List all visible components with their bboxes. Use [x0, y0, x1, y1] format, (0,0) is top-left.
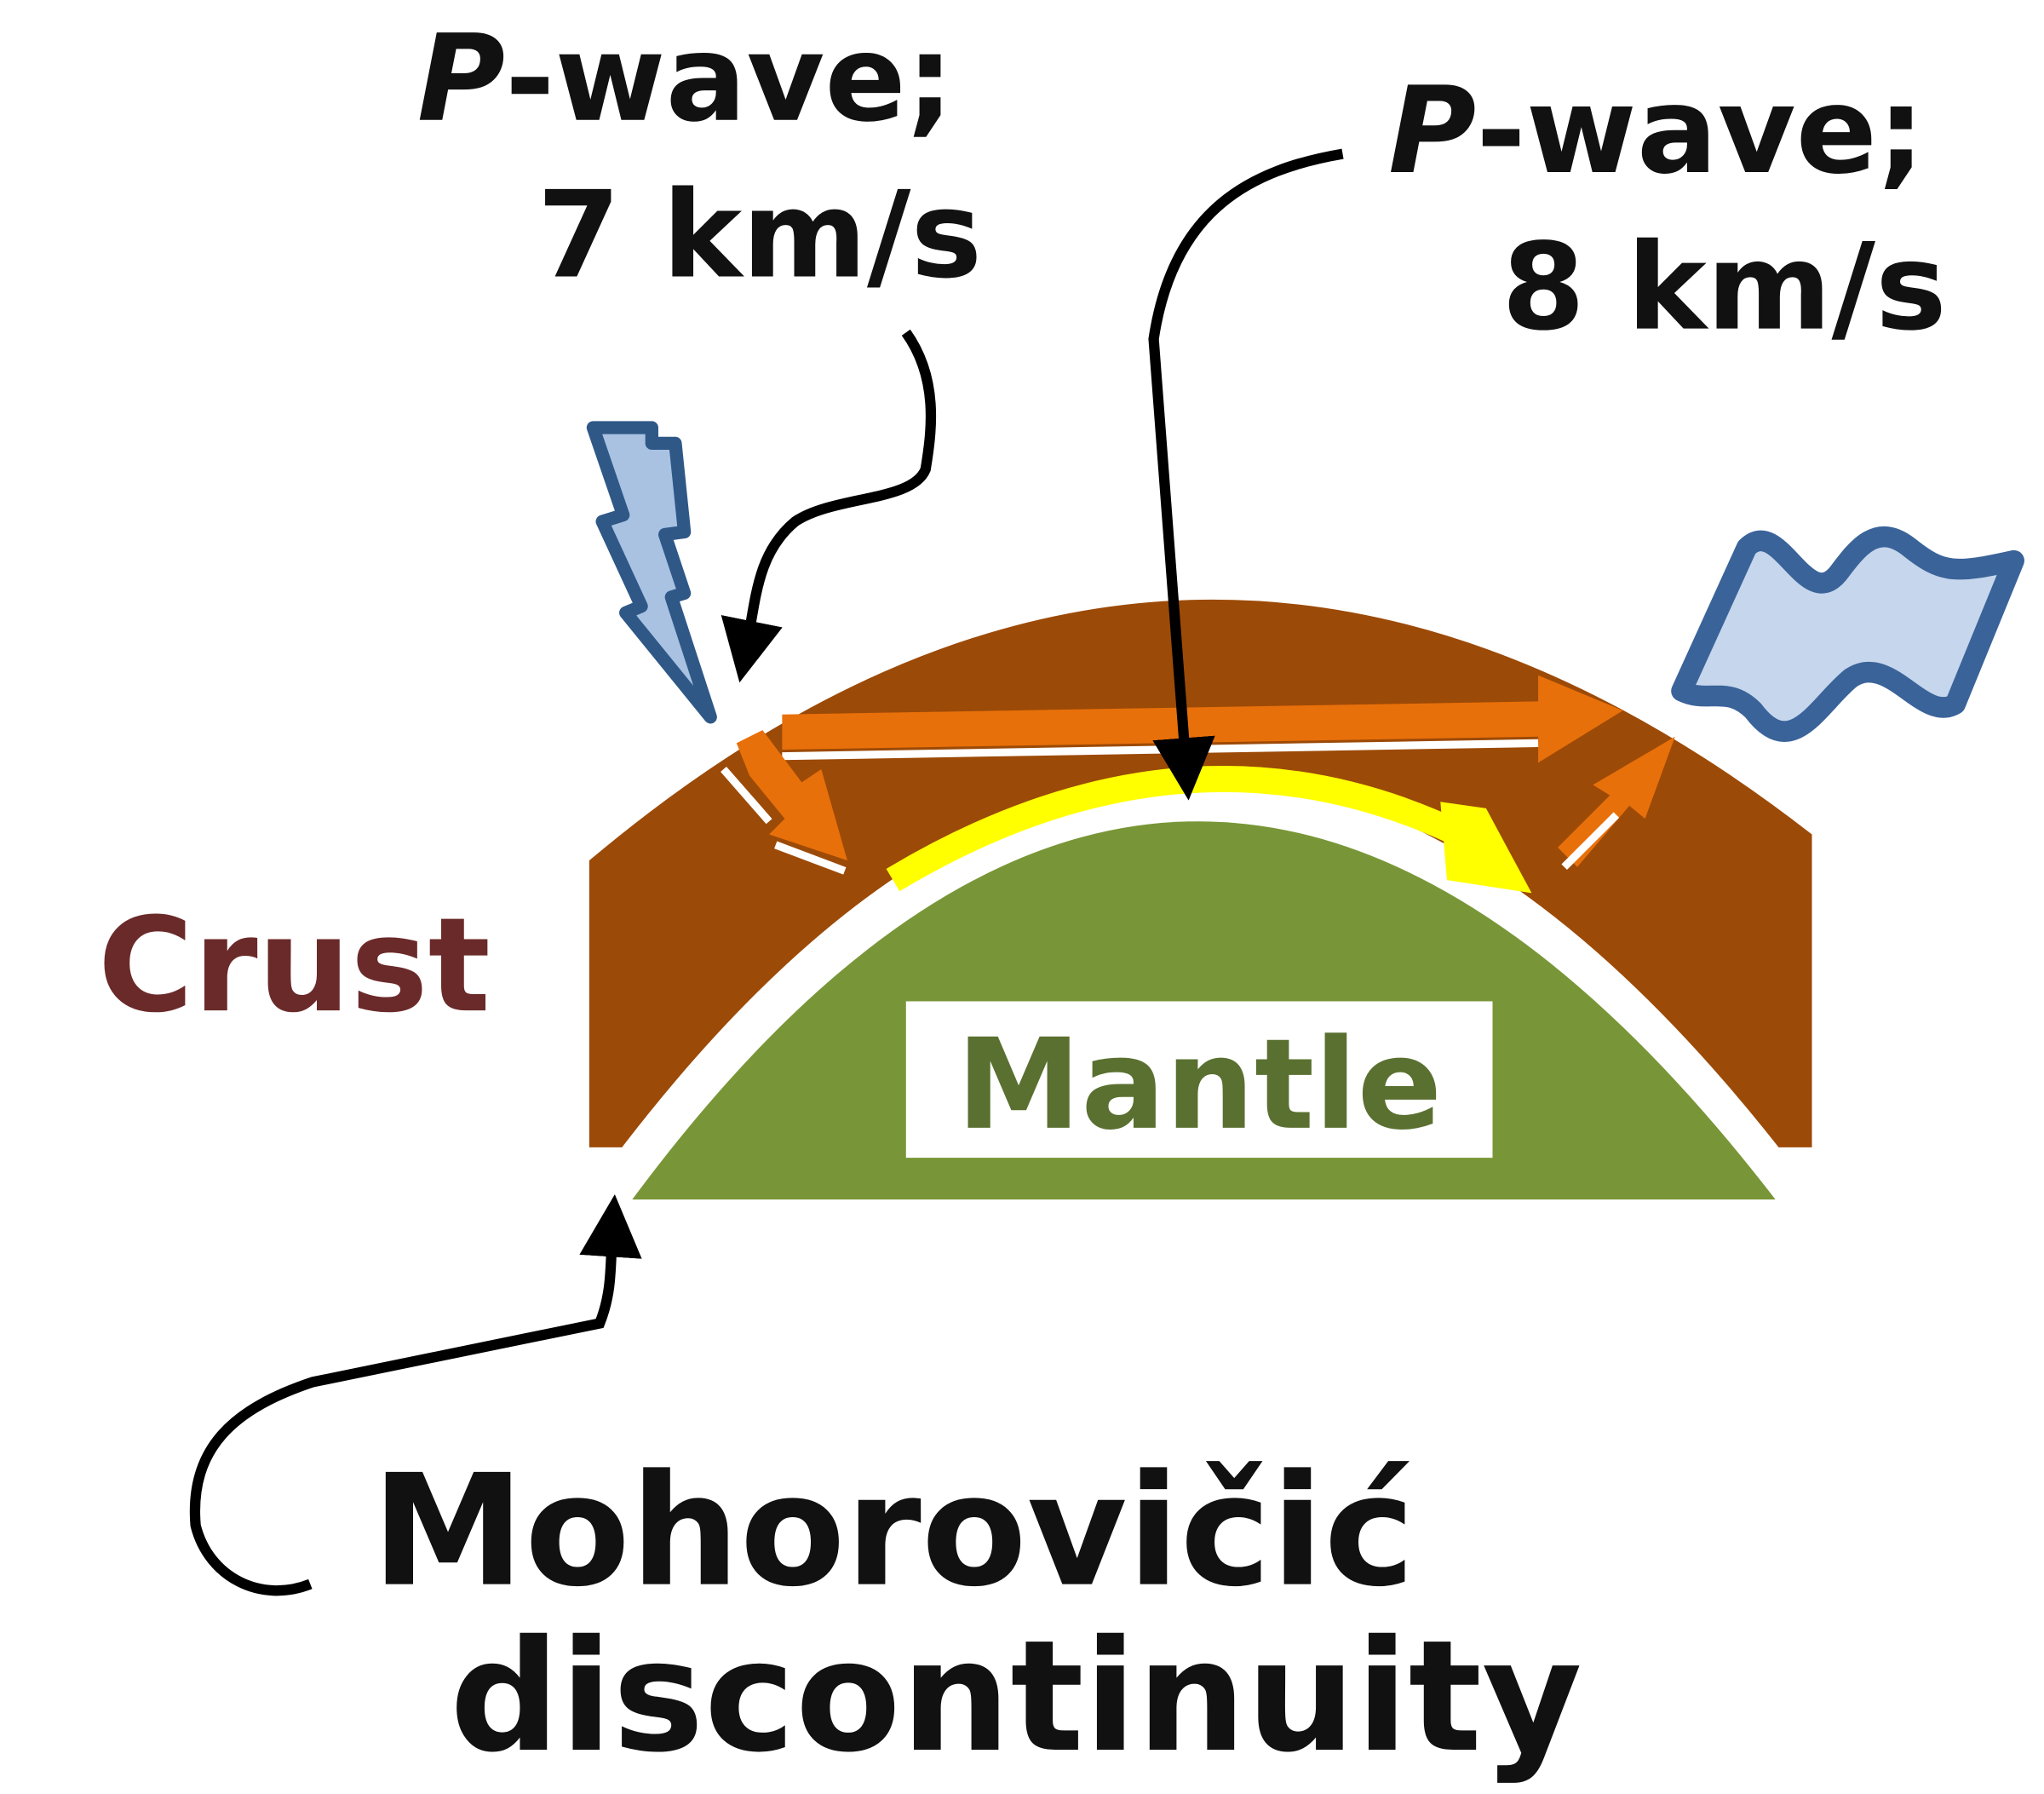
pwave-slow-label: P-wave; [417, 9, 954, 149]
upgoing-wave-arrow [1558, 736, 1675, 871]
crust-label: Crust [98, 890, 491, 1042]
moho-label-line1: Mohorovičić [371, 1441, 1415, 1621]
pointer-arrow-slow-pwave [721, 329, 937, 683]
moho-label-line2: discontinuity [450, 1607, 1582, 1786]
pwave-fast-speed: 8 km/s [1501, 218, 1947, 358]
pwave-fast-label: P-wave; [1388, 61, 1925, 201]
pointer-arrow-fast-pwave [1148, 148, 1344, 801]
pointer-arrow-moho [189, 1194, 642, 1596]
seismograph-flag-icon [1671, 526, 2024, 742]
pwave-slow-speed: 7 km/s [537, 165, 983, 305]
mantle-label: Mantle [956, 1012, 1442, 1158]
lightning-icon [586, 421, 717, 724]
mantle-label-box [905, 1001, 1493, 1159]
downgoing-wave-arrow [721, 730, 847, 875]
